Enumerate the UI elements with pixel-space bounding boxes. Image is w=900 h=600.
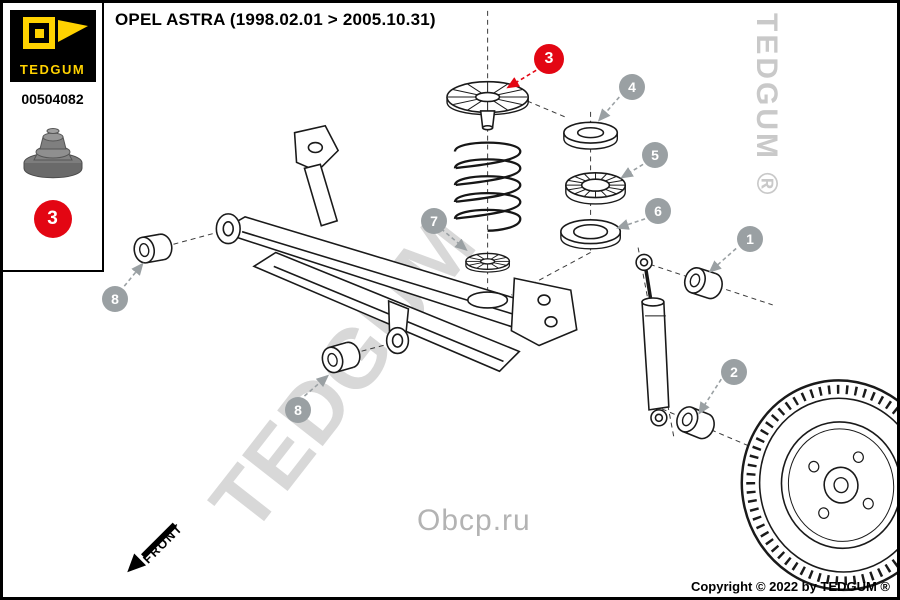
callout-6[interactable]: 6 <box>645 198 671 224</box>
part-info-panel: TEDGUM 00504082 3 <box>3 3 104 272</box>
callout-5[interactable]: 5 <box>642 142 668 168</box>
bracket-link <box>303 163 339 227</box>
lower-arm <box>252 251 521 373</box>
watermark-site: Obcp.ru <box>417 504 531 537</box>
bushing-8-right <box>321 341 361 374</box>
strut-bearing <box>565 171 627 205</box>
shock-absorber <box>635 253 670 427</box>
bushing-1 <box>683 267 723 300</box>
spring-top-mount <box>446 80 530 131</box>
spring-perch <box>467 291 509 309</box>
front-arrow-head <box>127 553 147 573</box>
callout-2[interactable]: 2 <box>721 359 747 385</box>
callout-1[interactable]: 1 <box>737 226 763 252</box>
brand-name: TEDGUM <box>19 62 86 77</box>
panel-callout-3: 3 <box>33 200 72 238</box>
bushing-2 <box>676 406 715 440</box>
front-label: FRONT <box>140 521 185 566</box>
callout-7[interactable]: 7 <box>421 208 447 234</box>
wheel <box>740 379 897 592</box>
upper-washer <box>563 121 619 150</box>
lower-washer <box>560 219 622 250</box>
callout-8-left[interactable]: 8 <box>102 286 128 312</box>
torsion-beam-axle <box>215 124 578 373</box>
callout-3[interactable]: 3 <box>534 44 564 74</box>
shock-bracket <box>510 277 578 347</box>
bushing-8-left <box>133 233 173 264</box>
callout-4[interactable]: 4 <box>619 74 645 100</box>
callout-leader-lines <box>123 69 737 415</box>
callout-8-right[interactable]: 8 <box>285 397 311 423</box>
exploded-diagram-canvas: FRONT <box>123 10 897 592</box>
page-title: OPEL ASTRA (1998.02.01 > 2005.10.31) <box>115 10 436 29</box>
part-photo <box>8 110 98 185</box>
part-number: 00504082 <box>21 91 84 107</box>
front-arrow: FRONT <box>127 521 186 573</box>
tedgum-logo: TEDGUM <box>9 10 96 82</box>
copyright-notice: Copyright © 2022 by TEDGUM ® <box>690 579 890 594</box>
tedgum-logo-mark <box>22 17 88 49</box>
coil-spring <box>453 141 522 232</box>
spring-lower-seat <box>465 252 511 273</box>
